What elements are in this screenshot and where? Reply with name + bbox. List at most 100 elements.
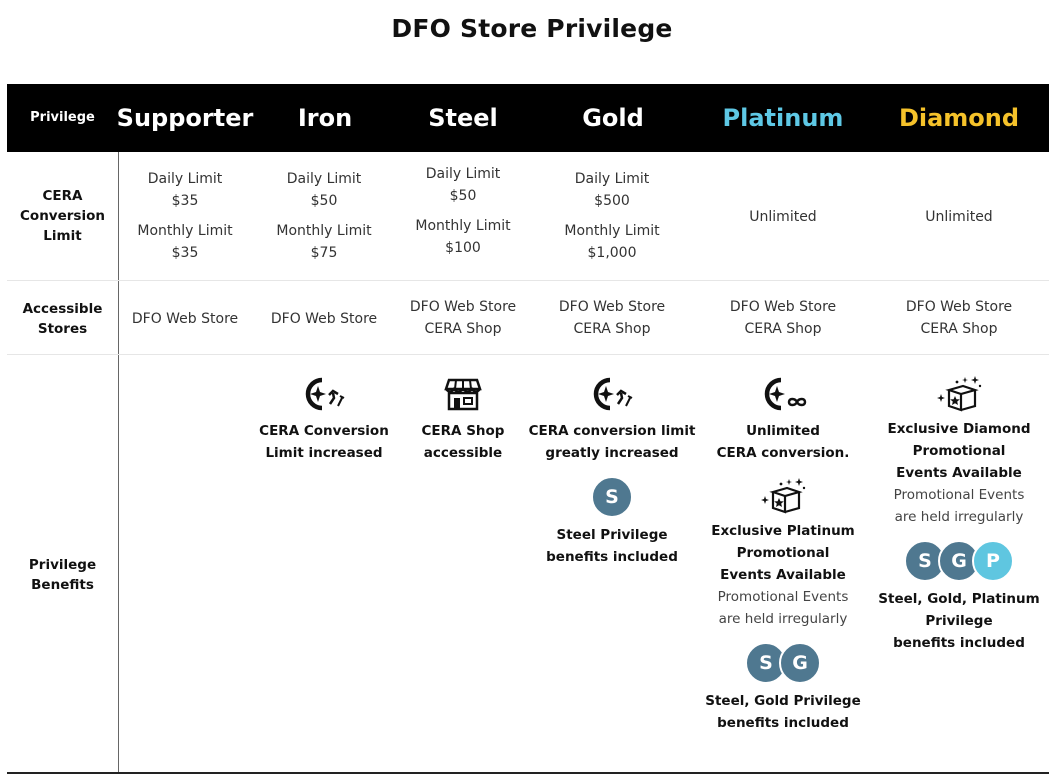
benefit-text: Exclusive Platinum: [711, 523, 855, 539]
benefit-text: Limit increased: [265, 445, 383, 461]
table-bottom-border: [7, 772, 1049, 774]
conversion-diamond: Unlimited: [925, 209, 993, 225]
daily-limit-value: $50: [310, 193, 338, 209]
benefit-text: CERA Shop: [421, 423, 505, 439]
conversion-supporter: Daily Limit $35 Monthly Limit $35: [115, 168, 255, 264]
benefit-text: Privilege: [925, 613, 993, 629]
store-name: CERA Shop: [573, 321, 651, 337]
benefits-iron: CERA Conversion Limit increased: [249, 376, 399, 464]
benefit-text: Unlimited: [746, 423, 820, 439]
monthly-limit-label: Monthly Limit: [276, 223, 372, 239]
row-label-accessible-stores: Accessible Stores: [7, 299, 118, 339]
store-name: CERA Shop: [424, 321, 502, 337]
row-label-line: CERA: [42, 188, 83, 204]
included-tier-badges: S G P: [869, 540, 1049, 582]
benefit-text: Steel, Gold Privilege: [705, 693, 861, 709]
row-label-line: Limit: [43, 228, 82, 244]
benefit-text: Promotional: [912, 443, 1006, 459]
conversion-gold: Daily Limit $500 Monthly Limit $1,000: [527, 168, 697, 264]
included-tier-badges: S G: [693, 642, 873, 684]
tier-header-row: Privilege Supporter Iron Steel Gold Plat…: [7, 84, 1049, 152]
store-name: DFO Web Store: [131, 311, 239, 327]
benefit-text: benefits included: [546, 549, 678, 565]
conversion-iron: Daily Limit $50 Monthly Limit $75: [254, 168, 394, 264]
monthly-limit-value: $100: [445, 240, 481, 256]
conversion-steel: Daily Limit $50 Monthly Limit $100: [393, 163, 533, 259]
conversion-platinum: Unlimited: [749, 209, 817, 225]
benefit-text: Steel, Gold, Platinum: [878, 591, 1040, 607]
store-name: CERA Shop: [744, 321, 822, 337]
store-name: DFO Web Store: [558, 299, 666, 315]
tier-header-steel: Steel: [428, 104, 498, 132]
row-label-line: Benefits: [31, 577, 94, 593]
row-label-line: Accessible: [22, 301, 103, 317]
daily-limit-label: Daily Limit: [425, 166, 501, 182]
store-name: DFO Web Store: [729, 299, 837, 315]
benefit-text: Steel Privilege: [556, 527, 668, 543]
row-label-line: Stores: [37, 321, 88, 337]
included-tier-badges: S: [522, 476, 702, 518]
benefit-text: greatly increased: [545, 445, 679, 461]
benefit-text: Promotional: [736, 545, 830, 561]
benefit-text: CERA conversion limit: [528, 423, 696, 439]
benefit-text: Exclusive Diamond: [887, 421, 1031, 437]
benefit-note: are held irregularly: [894, 509, 1024, 525]
gold-badge: G: [779, 642, 821, 684]
benefit-text: Events Available: [720, 567, 846, 583]
benefit-text: CERA Conversion: [259, 423, 389, 439]
promo-box-icon: [869, 374, 1049, 412]
tier-header-diamond: Diamond: [898, 104, 1020, 132]
benefit-note: Promotional Events: [717, 589, 849, 605]
monthly-limit-label: Monthly Limit: [415, 218, 511, 234]
monthly-limit-value: $75: [310, 245, 338, 261]
stores-iron: DFO Web Store: [254, 308, 394, 330]
benefit-text: accessible: [423, 445, 503, 461]
tier-header-gold: Gold: [582, 104, 644, 132]
tier-header-iron: Iron: [297, 104, 353, 132]
store-name: DFO Web Store: [905, 299, 1013, 315]
benefits-platinum: Unlimited CERA conversion. Exclusive Pla…: [693, 376, 873, 734]
shop-icon: [388, 376, 538, 412]
monthly-limit-value: $1,000: [587, 245, 637, 261]
cera-up-icon: [522, 376, 702, 412]
benefits-steel: CERA Shop accessible: [388, 376, 538, 464]
tier-header-supporter: Supporter: [116, 104, 254, 132]
row-divider: [7, 354, 1049, 355]
benefit-note: Promotional Events: [893, 487, 1025, 503]
daily-limit-value: $500: [594, 193, 630, 209]
benefit-text: benefits included: [717, 715, 849, 731]
store-name: DFO Web Store: [409, 299, 517, 315]
column-divider: [118, 152, 119, 772]
promo-box-icon: [693, 476, 873, 514]
steel-badge: S: [591, 476, 633, 518]
daily-limit-value: $50: [449, 188, 477, 204]
benefit-text: CERA conversion.: [716, 445, 850, 461]
daily-limit-label: Daily Limit: [147, 171, 223, 187]
cera-up-icon: [249, 376, 399, 412]
row-divider: [7, 280, 1049, 281]
monthly-limit-label: Monthly Limit: [137, 223, 233, 239]
store-name: CERA Shop: [920, 321, 998, 337]
row-label-privilege-benefits: Privilege Benefits: [7, 555, 118, 595]
stores-gold: DFO Web Store CERA Shop: [527, 296, 697, 340]
monthly-limit-label: Monthly Limit: [564, 223, 660, 239]
row-label-line: Privilege: [28, 557, 97, 573]
stores-steel: DFO Web Store CERA Shop: [393, 296, 533, 340]
daily-limit-label: Daily Limit: [286, 171, 362, 187]
row-label-cera-conversion-limit: CERA Conversion Limit: [7, 186, 118, 246]
daily-limit-value: $35: [171, 193, 199, 209]
benefits-diamond: Exclusive Diamond Promotional Events Ava…: [869, 374, 1049, 654]
cera-infinity-icon: [693, 376, 873, 412]
monthly-limit-value: $35: [171, 245, 199, 261]
benefit-text: Events Available: [896, 465, 1022, 481]
tier-header-platinum: Platinum: [722, 104, 844, 132]
store-name: DFO Web Store: [270, 311, 378, 327]
platinum-badge: P: [972, 540, 1014, 582]
benefit-note: are held irregularly: [718, 611, 848, 627]
benefit-text: benefits included: [893, 635, 1025, 651]
privilege-column-header: Privilege: [30, 110, 95, 125]
stores-supporter: DFO Web Store: [115, 308, 255, 330]
stores-diamond: DFO Web Store CERA Shop: [874, 296, 1044, 340]
page-title: DFO Store Privilege: [391, 14, 673, 43]
daily-limit-label: Daily Limit: [574, 171, 650, 187]
